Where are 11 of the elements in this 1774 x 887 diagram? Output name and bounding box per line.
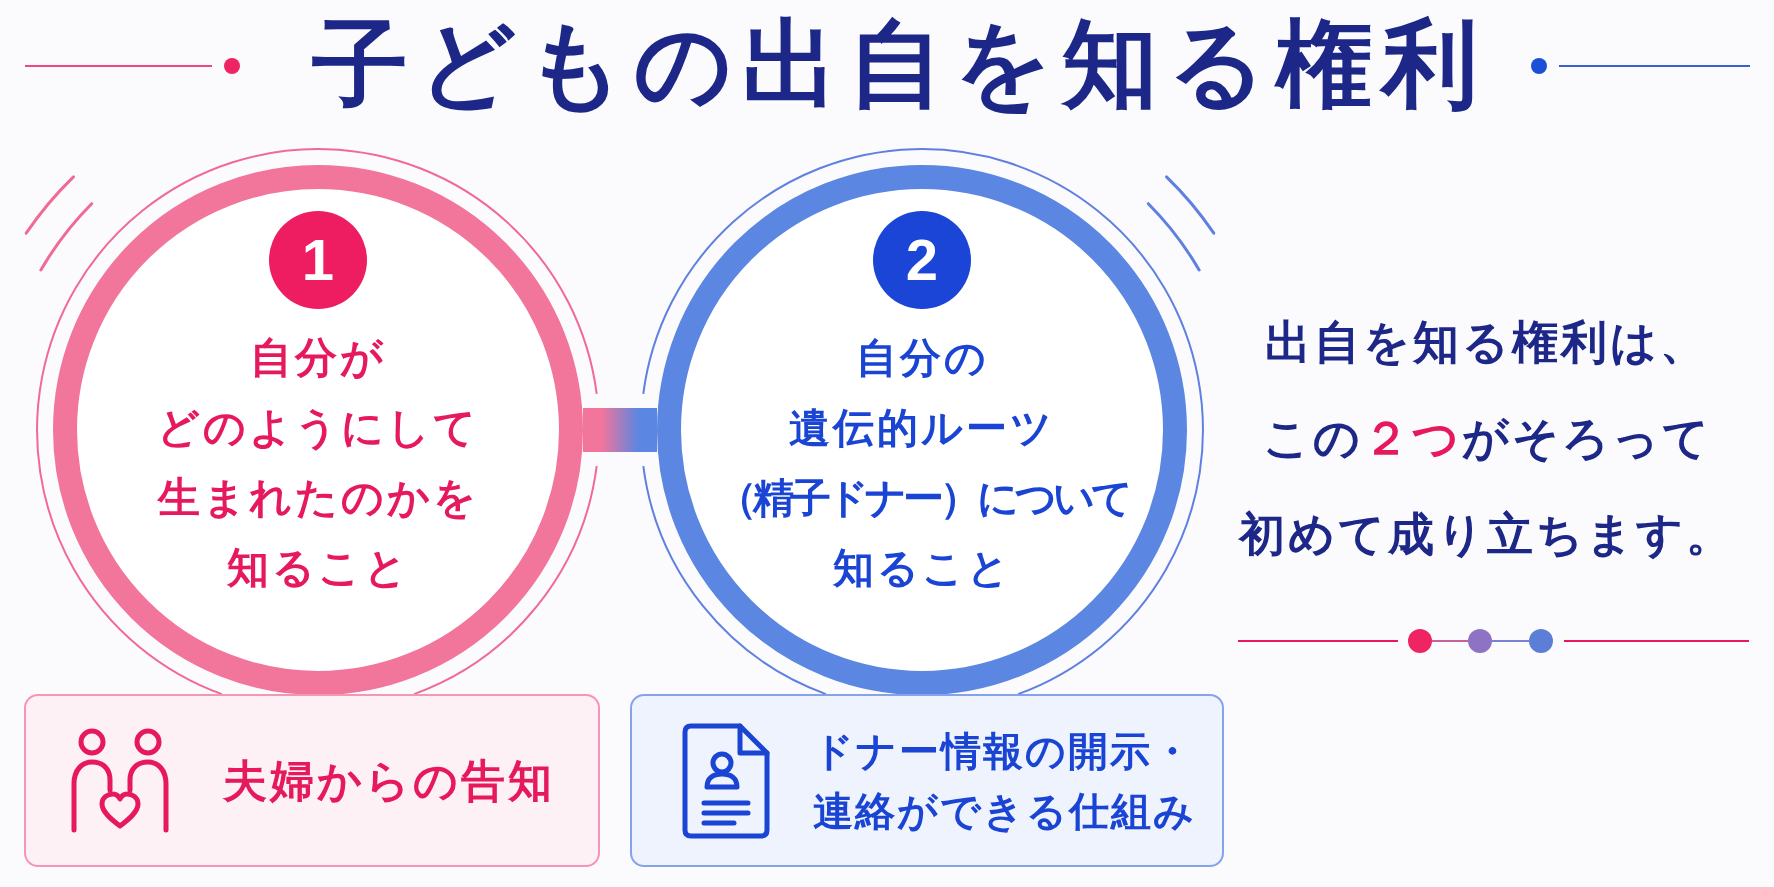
number-badge: 2 [873, 211, 971, 309]
card-text: ドナー情報の開示・連絡ができる仕組み [813, 727, 1196, 835]
title: 子どもの出自を知る権利 [311, 8, 1489, 120]
circle-text: 自分の遺伝的ルーツ（精子ドナー）について知ること [715, 334, 1129, 593]
circle-text: 自分がどのようにして生まれたのかを知ること [157, 333, 479, 593]
card-text: 夫婦からの告知 [223, 754, 555, 807]
summary-text: 出自を知る権利は、この２つがそろって初めて成り立ちます。 [1237, 315, 1736, 562]
info-card [630, 694, 1224, 867]
connector-bar [583, 408, 657, 452]
number-badge: 1 [269, 211, 367, 309]
info-card [24, 694, 600, 867]
